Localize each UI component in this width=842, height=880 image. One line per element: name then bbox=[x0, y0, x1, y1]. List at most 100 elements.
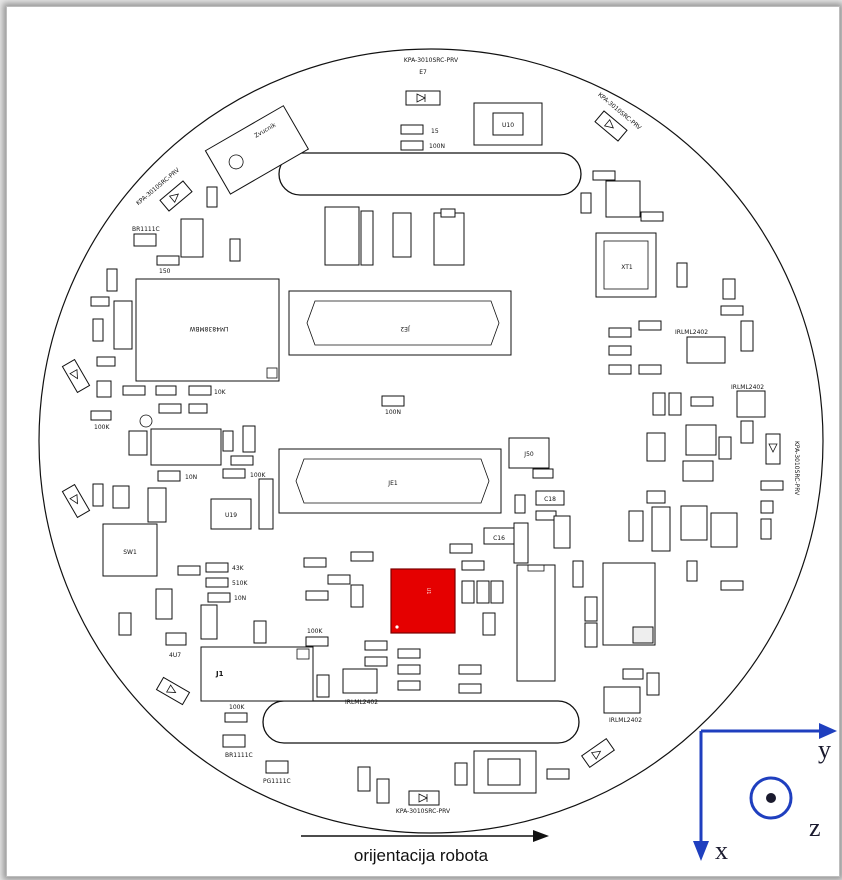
central-chip-pin1 bbox=[395, 625, 399, 629]
u10-label: U10 bbox=[502, 122, 514, 129]
r21 bbox=[760, 480, 784, 491]
r25-value: 100K bbox=[250, 472, 266, 479]
r86-value: 10K bbox=[214, 389, 227, 396]
r26 bbox=[230, 455, 254, 466]
c60 bbox=[106, 268, 118, 292]
r11 bbox=[155, 385, 177, 396]
e7-led bbox=[405, 90, 441, 106]
u21-mark bbox=[139, 414, 153, 428]
e1-diode-symbol bbox=[603, 118, 614, 129]
z-axis-circle bbox=[749, 776, 793, 820]
e8-led bbox=[765, 433, 781, 465]
r30 bbox=[229, 238, 241, 262]
u13-tab bbox=[440, 208, 456, 218]
e7-label: E7 bbox=[419, 69, 427, 76]
c18-label: C18 bbox=[544, 496, 556, 503]
e8-group bbox=[765, 433, 781, 465]
r14 bbox=[482, 612, 496, 636]
j50-label: J50 bbox=[523, 451, 534, 458]
central-chip-label: U1 bbox=[425, 588, 431, 595]
d12 bbox=[622, 668, 644, 680]
r88-value: 100K bbox=[229, 704, 245, 711]
r35 bbox=[476, 580, 490, 604]
d6-diode-symbol bbox=[418, 793, 428, 803]
c66 bbox=[400, 140, 424, 151]
r83 bbox=[592, 170, 616, 181]
c59 bbox=[96, 380, 112, 398]
c62 bbox=[92, 318, 104, 342]
d6-label: KPA-3010SRC-PRV bbox=[396, 808, 451, 815]
l2 bbox=[685, 424, 717, 456]
u28-chip bbox=[135, 278, 280, 382]
je2-label: JE2 bbox=[400, 325, 411, 332]
je1-label: JE1 bbox=[387, 480, 398, 487]
u21-bottom-body bbox=[487, 758, 521, 786]
u10-mid bbox=[324, 206, 360, 266]
c34-value: 10N bbox=[185, 474, 197, 481]
r30b bbox=[327, 574, 351, 585]
e3-group bbox=[581, 737, 615, 769]
c13 bbox=[535, 510, 557, 521]
e4-diode-symbol bbox=[69, 493, 78, 505]
r65 bbox=[305, 636, 329, 647]
c39 bbox=[652, 392, 666, 416]
c62b bbox=[722, 278, 736, 300]
r57 bbox=[350, 584, 364, 608]
orientation-caption: orijentacija robota bbox=[353, 846, 489, 865]
u10-mid-tab bbox=[360, 210, 374, 266]
d10-part: BR1111C bbox=[225, 752, 253, 759]
r51-value: 510K bbox=[232, 580, 248, 587]
u14-chip bbox=[516, 564, 556, 682]
r9 bbox=[158, 403, 182, 414]
u13 bbox=[433, 212, 465, 266]
d6-led bbox=[408, 790, 440, 806]
u25 bbox=[200, 604, 218, 640]
e6-group bbox=[155, 676, 191, 706]
r22 bbox=[546, 768, 570, 780]
t1 bbox=[710, 512, 738, 548]
c37 bbox=[668, 392, 682, 416]
c7 bbox=[646, 490, 666, 504]
z-axis-label: z bbox=[809, 813, 821, 842]
c10 bbox=[392, 212, 412, 258]
u21-chip bbox=[150, 428, 222, 466]
r81 bbox=[177, 565, 201, 576]
central-chip-highlight bbox=[390, 568, 456, 634]
t2-part: IRLML2402 bbox=[609, 717, 642, 724]
c51 bbox=[686, 560, 698, 582]
axis-triad: y x z bbox=[693, 723, 837, 865]
c43 bbox=[206, 186, 218, 208]
r65-value: 100K bbox=[307, 628, 323, 635]
t11-part: IRLML2402 bbox=[345, 699, 378, 706]
r20 bbox=[720, 580, 744, 591]
t8 bbox=[686, 336, 726, 364]
r83b bbox=[608, 345, 632, 356]
r24 bbox=[303, 557, 327, 568]
d9-part: PG1111C bbox=[263, 778, 291, 785]
xt1-crystal bbox=[595, 232, 657, 298]
c39b bbox=[682, 460, 714, 482]
r16 bbox=[118, 612, 132, 636]
e7-diode-symbol bbox=[416, 93, 426, 103]
t14 bbox=[128, 430, 148, 456]
r70 bbox=[156, 255, 180, 266]
j1-pin-mark bbox=[296, 648, 310, 660]
u17 bbox=[147, 487, 167, 523]
r44 bbox=[676, 262, 688, 288]
t7 bbox=[605, 180, 641, 218]
c42b bbox=[740, 320, 754, 352]
e6-led bbox=[155, 676, 191, 706]
j1-label: J1 bbox=[215, 670, 224, 678]
r48 bbox=[90, 296, 110, 307]
c5 bbox=[112, 485, 130, 509]
e4-group bbox=[61, 483, 91, 519]
zvucnik-body bbox=[204, 105, 310, 195]
r45 bbox=[720, 305, 744, 316]
t12 bbox=[113, 300, 133, 350]
sw1 bbox=[102, 523, 158, 577]
d10 bbox=[222, 734, 246, 748]
e7-part-label: KPA-3010SRC-PRV bbox=[404, 57, 459, 64]
sw1-label: SW1 bbox=[123, 549, 137, 556]
e4-led bbox=[61, 483, 91, 519]
r56 bbox=[449, 543, 473, 554]
